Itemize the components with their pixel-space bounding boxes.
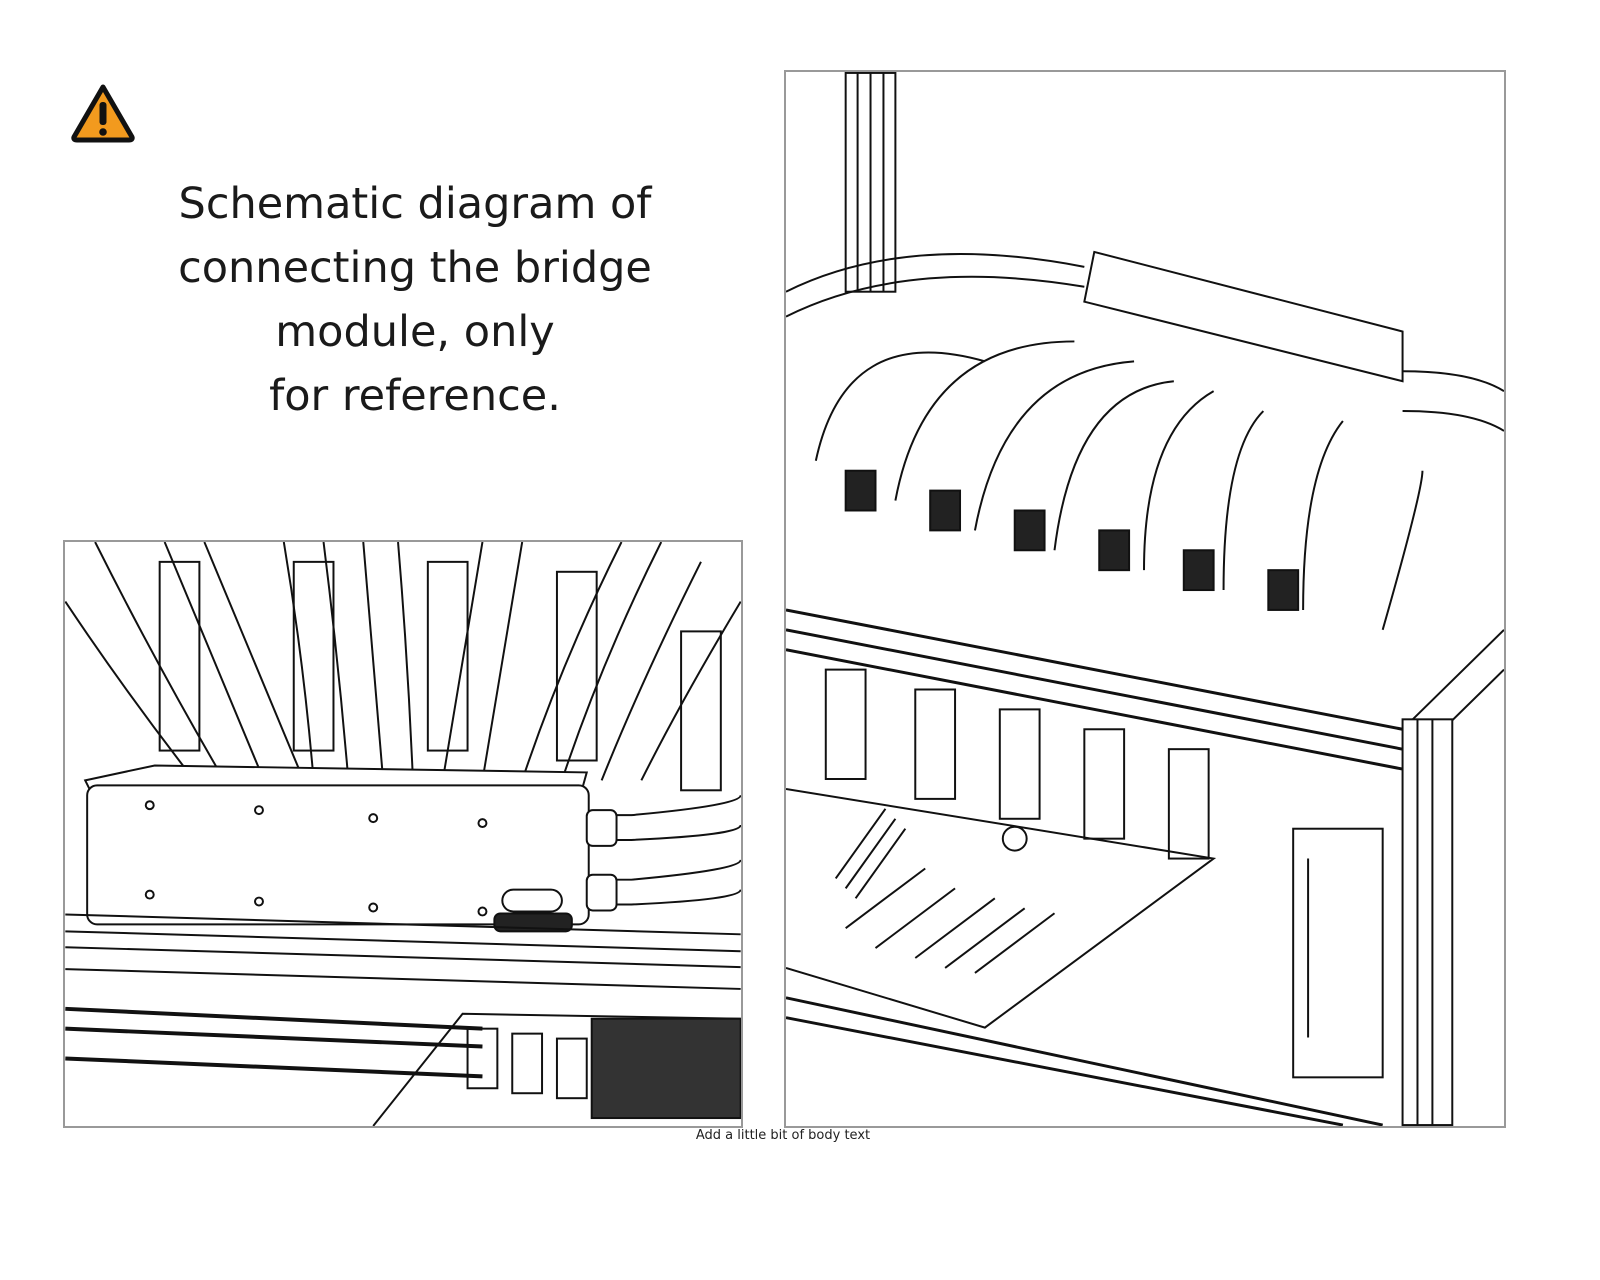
rails [65, 913, 741, 1079]
motherboard [786, 787, 1217, 1029]
gpu-connectors [844, 469, 1300, 611]
top-tubes [786, 253, 1085, 318]
heading-line: connecting the bridge [178, 243, 652, 293]
warning-icon [70, 82, 136, 144]
bridge-module-closeup-figure [63, 540, 743, 1128]
gpu-tubes [814, 340, 1424, 631]
body-text-caption: Add a little bit of body text [695, 1128, 871, 1143]
heading-line: module, only [275, 307, 555, 357]
page-heading: Schematic diagram of connecting the brid… [150, 172, 680, 428]
motherboard [372, 1012, 741, 1126]
rig-overview-figure [784, 70, 1506, 1128]
vertical-post [844, 72, 897, 293]
manifold [1083, 250, 1504, 432]
gpu-brackets [824, 668, 1210, 860]
tubes [65, 542, 741, 781]
psu [1292, 827, 1384, 1079]
gpu-cards [158, 560, 722, 792]
heading-line: Schematic diagram of [178, 179, 652, 229]
heading-line: for reference. [269, 371, 561, 421]
frame-rails [786, 608, 1504, 1126]
bridge-block [83, 764, 741, 933]
